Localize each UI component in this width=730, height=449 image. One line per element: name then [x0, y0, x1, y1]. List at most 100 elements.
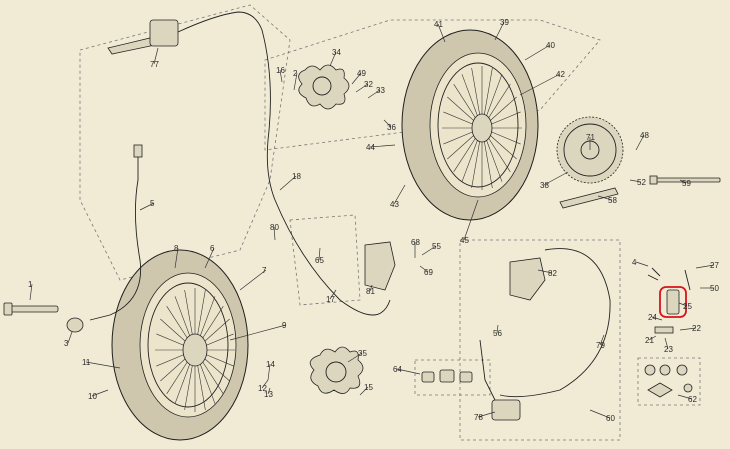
leader-line-12	[261, 379, 269, 389]
leader-line-23	[664, 337, 669, 350]
leader-line-13	[267, 387, 271, 395]
callout-18: 18	[292, 172, 301, 181]
front-wheel	[111, 249, 249, 441]
rear-caliper	[509, 257, 546, 301]
leader-line-3	[67, 331, 73, 344]
leader-line-18	[279, 175, 297, 191]
callout-69: 69	[424, 268, 433, 277]
adjuster-block	[654, 326, 674, 334]
leader-line-34	[329, 51, 337, 67]
leader-line-22	[679, 327, 697, 331]
group-outline-rear-brake	[459, 239, 621, 441]
callout-77: 77	[150, 60, 159, 69]
callout-78: 78	[474, 413, 483, 422]
group-outline-caliper-kit	[289, 214, 361, 306]
callout-34: 34	[332, 48, 341, 57]
callout-48: 48	[640, 131, 649, 140]
callout-38: 38	[540, 181, 549, 190]
rear-wheel	[401, 29, 539, 221]
leader-line-8	[174, 247, 179, 269]
leader-line-40	[524, 44, 551, 61]
leader-line-56	[496, 324, 499, 334]
leader-line-24	[651, 316, 663, 321]
callout-24: 24	[648, 313, 657, 322]
callout-50: 50	[710, 284, 719, 293]
callout-35: 35	[358, 349, 367, 358]
leader-line-21	[648, 335, 657, 341]
leader-line-15	[359, 386, 369, 396]
callout-10: 10	[88, 392, 97, 401]
callout-49: 49	[357, 69, 366, 78]
leader-line-81	[369, 284, 373, 292]
callout-12: 12	[258, 384, 267, 393]
callout-55: 55	[432, 242, 441, 251]
leader-line-77	[153, 47, 159, 65]
leader-line-65	[318, 247, 321, 261]
leader-line-62	[677, 394, 693, 400]
leader-line-64	[396, 368, 421, 375]
group-outline-front	[79, 4, 291, 281]
leader-line-5	[139, 202, 155, 211]
callout-1: 1	[28, 280, 33, 289]
callout-62: 62	[688, 395, 697, 404]
cable-end	[133, 144, 143, 158]
leader-line-80	[273, 226, 276, 241]
group-outline-rear-wheel	[264, 19, 601, 151]
callout-23: 23	[664, 345, 673, 354]
callout-60: 60	[606, 414, 615, 423]
callout-25: 25	[683, 302, 692, 311]
leader-line-60	[589, 409, 611, 419]
callout-64: 64	[393, 365, 402, 374]
callout-52: 52	[637, 178, 646, 187]
callout-80: 80	[270, 223, 279, 232]
callout-79: 79	[596, 341, 605, 350]
callout-56: 56	[493, 329, 502, 338]
rear-brake-disc	[298, 64, 350, 110]
callout-15: 15	[364, 383, 373, 392]
callout-71: 71	[586, 133, 595, 142]
leader-line-55	[421, 245, 437, 256]
leader-line-44	[369, 144, 396, 148]
leader-line-69	[419, 265, 429, 273]
leader-line-41	[437, 23, 446, 43]
callout-11: 11	[82, 358, 91, 367]
leader-line-17	[329, 289, 337, 300]
front-caliper	[364, 241, 396, 291]
callout-4: 4	[632, 258, 637, 267]
callout-22: 22	[692, 324, 701, 333]
leader-line-48	[635, 134, 645, 151]
leader-line-59	[679, 179, 687, 184]
leader-line-32	[355, 83, 369, 93]
brake-pad-kit	[421, 369, 473, 383]
highlight-box	[659, 286, 687, 318]
rear-master-cylinder	[491, 399, 521, 421]
group-outline-kit	[637, 357, 701, 406]
leader-line-82	[537, 269, 553, 274]
leader-line-7	[239, 269, 267, 291]
leader-line-9	[229, 324, 287, 341]
callout-17: 17	[326, 295, 335, 304]
callout-59: 59	[682, 179, 691, 188]
leader-line-4	[635, 261, 649, 267]
leader-line-6	[204, 247, 215, 269]
callout-68: 68	[411, 238, 420, 247]
leader-line-43	[393, 184, 406, 205]
leader-line-78	[477, 411, 496, 418]
leader-line-14	[267, 363, 271, 381]
callout-42: 42	[556, 70, 565, 79]
callout-82: 82	[548, 269, 557, 278]
leader-line-49	[351, 72, 362, 85]
leader-line-11	[85, 361, 121, 369]
brake-lever-assembly	[107, 11, 391, 316]
drive-chain	[559, 187, 619, 209]
callout-3: 3	[64, 339, 69, 348]
callout-13: 13	[264, 390, 273, 399]
leader-line-2	[293, 72, 298, 91]
callout-44: 44	[366, 143, 375, 152]
leader-lines	[29, 21, 715, 419]
rear-axle	[649, 175, 721, 185]
highlighted-part-25	[659, 286, 687, 318]
callout-43: 43	[390, 200, 399, 209]
callout-58: 58	[608, 196, 617, 205]
